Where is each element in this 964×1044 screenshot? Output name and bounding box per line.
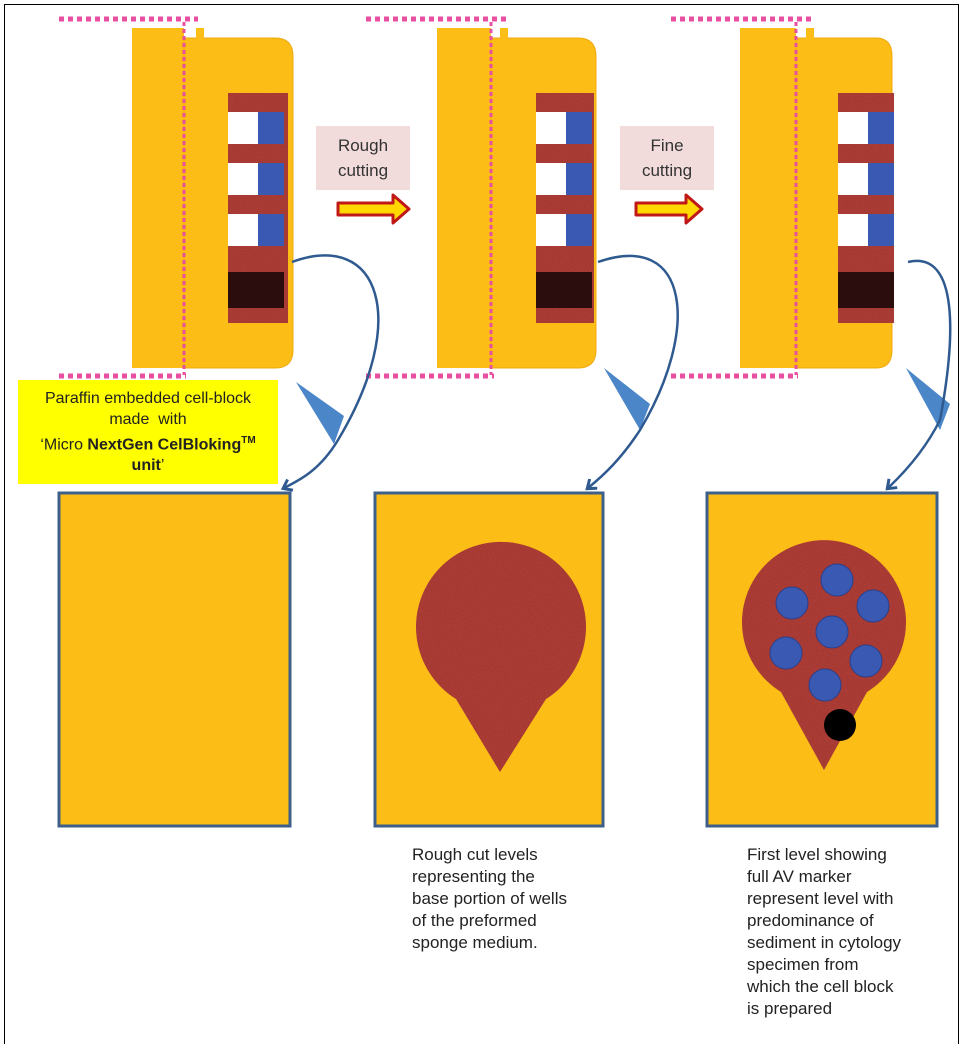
sediment-well (820, 563, 854, 597)
curved-arrow-3 (888, 259, 952, 488)
well-3b (838, 163, 894, 195)
sediment-well (849, 644, 883, 678)
caption-unit: unit (131, 457, 161, 475)
rough-cut-caption: Rough cut levels representing the base p… (412, 844, 567, 954)
cell-block-1 (59, 16, 294, 379)
cell-block-3 (671, 16, 894, 379)
well-2b (536, 163, 592, 195)
well-3a (838, 112, 894, 144)
dark-well-2 (536, 272, 592, 308)
well-3c (838, 214, 894, 246)
caption-line: full AV marker (747, 867, 852, 886)
caption-suffix: ’ (160, 457, 165, 475)
caption-line: specimen from (747, 955, 859, 974)
cell-block-caption-line3: ‘Micro NextGen CelBlokingTM (40, 430, 255, 455)
well-2c (536, 214, 592, 246)
sediment-well (856, 589, 890, 623)
section-fine-cut (705, 491, 939, 828)
fine-cutting-line1: Fine (650, 136, 684, 155)
caption-line: of the preformed (412, 911, 537, 930)
section-rough-cut (373, 491, 605, 828)
caption-prefix: ‘Micro (40, 436, 88, 454)
caption-line: First level showing (747, 845, 887, 864)
av-marker (824, 709, 856, 741)
caption-line: Rough cut levels (412, 845, 538, 864)
figure-frame (4, 4, 959, 1044)
cell-block-caption-line4: unit’ (132, 455, 165, 476)
cell-block-2 (366, 16, 597, 379)
caption-line: predominance of (747, 911, 874, 930)
sponge-teardrop-2 (416, 541, 586, 772)
cell-block-caption-line1: Paraffin embedded cell-block (44, 389, 252, 407)
cell-block-caption-line2: made with (109, 410, 187, 428)
sediment-well (775, 586, 809, 620)
rough-cutting-line1: Rough (337, 136, 389, 155)
well-1a (228, 112, 284, 144)
well-1b (228, 163, 284, 195)
dark-well-3 (838, 272, 894, 308)
rough-cutting-arrow (336, 193, 411, 225)
caption-line: sponge medium. (412, 933, 538, 952)
fine-cutting-arrow (634, 193, 704, 225)
sediment-well (815, 615, 849, 649)
cut-wedge-2 (604, 368, 650, 430)
curved-arrow-1 (284, 254, 380, 488)
rough-cutting-label: Rough cutting (316, 126, 410, 190)
well-2a (536, 112, 592, 144)
fine-cutting-label: Fine cutting (620, 126, 714, 190)
caption-trademark: TM (241, 434, 256, 446)
caption-line: represent level with (747, 889, 894, 908)
caption-product-name: NextGen CelBloking (87, 436, 242, 454)
cell-block-caption: Paraffin embedded cell-block made with ‘… (18, 380, 278, 484)
fine-cut-caption: First level showing full AV marker repre… (747, 844, 901, 1020)
cut-wedge-3 (906, 368, 950, 430)
sediment-well (769, 636, 803, 670)
caption-line: sediment in cytology (747, 933, 902, 952)
cut-wedge-1 (296, 382, 344, 444)
fine-cutting-line2: cutting (641, 161, 693, 180)
dark-well-1 (228, 272, 284, 308)
rough-cutting-line2: cutting (337, 161, 389, 180)
curved-arrow-2 (588, 254, 679, 488)
caption-line: base portion of wells (412, 889, 567, 908)
caption-line: which the cell block (747, 977, 894, 996)
sediment-well (808, 668, 842, 702)
caption-line: representing the (412, 867, 535, 886)
section-empty (57, 491, 292, 828)
well-1c (228, 214, 284, 246)
caption-line: is prepared (747, 999, 833, 1018)
